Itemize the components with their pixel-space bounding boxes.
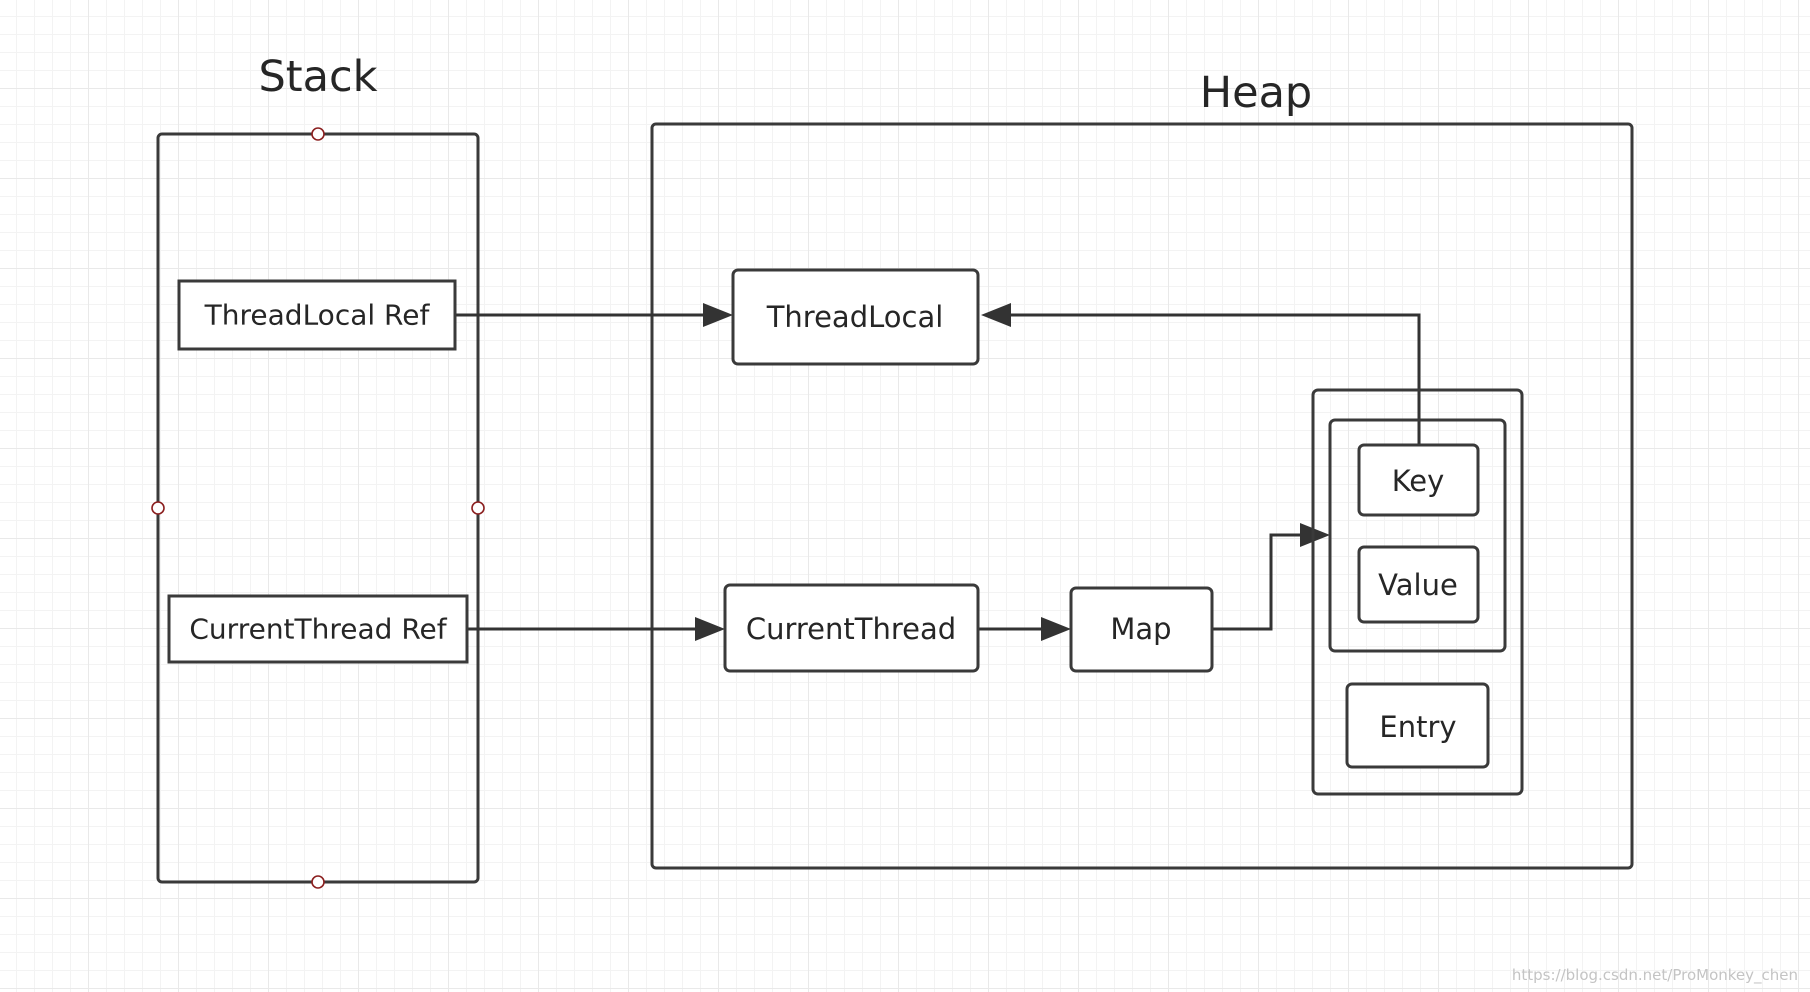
currentthread-label: CurrentThread [746,612,956,646]
value-label: Value [1378,568,1458,602]
map-box[interactable] [1069,586,1214,673]
edge-key-to-threadlocal [1007,313,1421,444]
key-label: Key [1392,464,1445,498]
heap-container[interactable] [650,122,1634,870]
stack-left-handle[interactable] [151,501,165,515]
arrowhead-currentthread [695,617,725,641]
stack-right-handle[interactable] [471,501,485,515]
heap-title: Heap [1200,68,1312,118]
entry-group[interactable] [1311,388,1524,796]
key-value-container[interactable] [1328,418,1507,653]
stack-title: Stack [258,52,377,102]
value-box[interactable] [1357,545,1480,624]
key-box[interactable] [1357,443,1480,517]
currentthread-ref-box[interactable] [167,594,469,664]
currentthread-ref-label: CurrentThread Ref [189,613,447,646]
arrowhead-threadlocal [703,303,733,327]
threadlocal-box[interactable] [731,268,980,366]
threadlocal-label: ThreadLocal [766,300,944,334]
map-label: Map [1110,612,1171,646]
stack-top-handle[interactable] [311,127,325,141]
watermark: https://blog.csdn.net/ProMonkey_chen [1512,966,1798,985]
entry-label: Entry [1379,710,1456,744]
arrowhead-threadlocal-from-key [981,303,1011,327]
entry-box[interactable] [1345,682,1490,769]
threadlocal-ref-box[interactable] [177,279,457,351]
currentthread-box[interactable] [723,583,980,673]
arrowhead-map [1041,617,1071,641]
stack-bottom-handle[interactable] [311,875,325,889]
stack-container[interactable] [156,132,480,884]
arrowhead-entry [1300,523,1330,547]
edge-map-to-entry [1213,533,1304,631]
threadlocal-ref-label: ThreadLocal Ref [204,299,431,332]
